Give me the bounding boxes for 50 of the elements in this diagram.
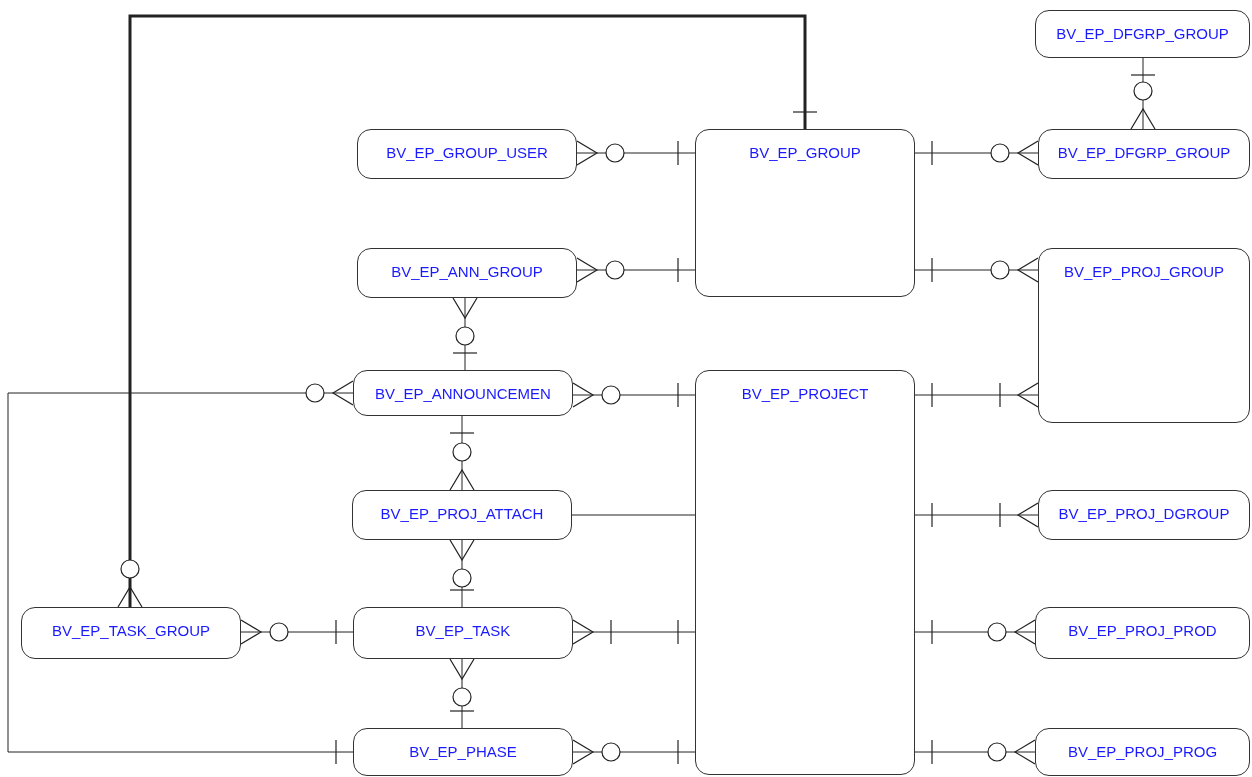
relationship-line <box>914 502 1039 528</box>
entity-box <box>21 607 241 659</box>
entity-name: BV_EP_DFGRP_GROUP <box>1056 25 1229 42</box>
relationship-line <box>914 739 1036 765</box>
entity-box <box>357 129 577 179</box>
relationship-line <box>117 14 818 608</box>
entity-box <box>1038 248 1250 423</box>
entity-name: BV_EP_TASK_GROUP <box>51 622 211 639</box>
entity-name: BV_EP_PHASE <box>409 743 517 760</box>
entity-name: BV_EP_PROJ_PROD <box>1068 622 1217 639</box>
relationship-line <box>572 619 696 645</box>
relationship-line <box>572 382 696 408</box>
entity-box <box>695 370 915 775</box>
relationship-line <box>240 619 354 645</box>
relationship-line <box>449 539 475 608</box>
relationship-line <box>576 140 696 166</box>
relationship-line <box>914 257 1039 283</box>
relationship-line <box>449 658 475 729</box>
entity-name: BV_EP_PROJECT <box>741 385 869 402</box>
relationship-line <box>452 297 478 371</box>
entity-box <box>1038 129 1250 179</box>
entity-name: BV_EP_DFGRP_GROUP <box>1057 144 1231 161</box>
entity-box <box>1035 728 1250 776</box>
entity-box <box>1038 490 1250 540</box>
entity-name: BV_EP_ANN_GROUP <box>391 263 543 280</box>
relationship-line <box>449 415 475 491</box>
entity-name: BV_EP_PROJ_GROUP <box>1063 263 1225 280</box>
entity-box <box>695 129 915 297</box>
entity-name: BV_EP_GROUP_USER <box>386 144 548 161</box>
entity-name: BV_EP_TASK <box>415 622 511 639</box>
connector-line <box>571 514 696 516</box>
relationship-line <box>914 140 1039 166</box>
relationship-line <box>914 382 1039 408</box>
entity-name: BV_EP_GROUP <box>749 144 861 161</box>
relationship-line <box>7 380 354 765</box>
relationship-line <box>576 257 696 283</box>
entity-name: BV_EP_PROJ_PROG <box>1067 743 1218 760</box>
entity-box <box>1035 10 1250 58</box>
entity-box <box>352 490 572 540</box>
entity-box <box>353 370 573 416</box>
entity-box <box>353 728 573 776</box>
relationship-line <box>914 619 1036 645</box>
entity-name: BV_EP_PROJ_ATTACH <box>380 505 544 522</box>
entity-box <box>353 607 573 659</box>
relationship-line <box>1130 57 1156 130</box>
entity-box <box>1035 607 1250 659</box>
entity-box <box>357 248 577 298</box>
relationship-line <box>572 739 696 765</box>
entity-name: BV_EP_ANNOUNCEMEN <box>375 385 551 402</box>
entity-name: BV_EP_PROJ_DGROUP <box>1058 505 1230 522</box>
